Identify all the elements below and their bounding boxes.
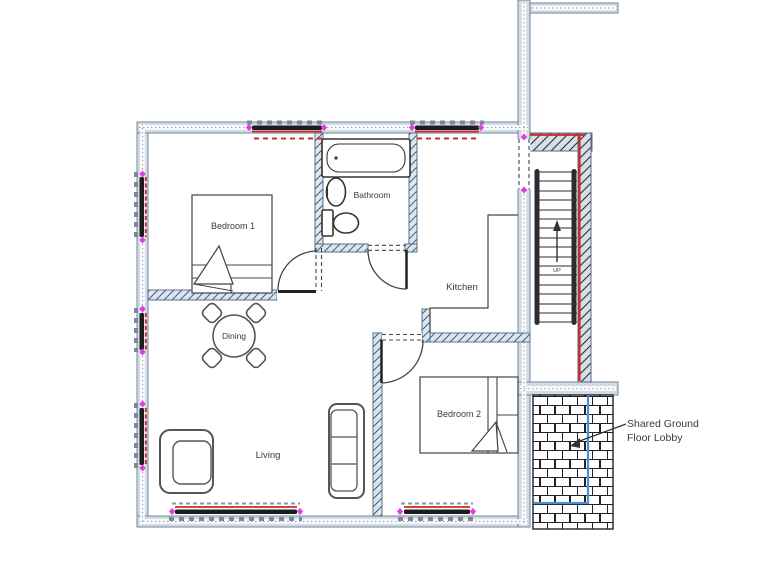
lobby-path-line [534,396,590,505]
windows [134,120,528,521]
bed1 [191,194,273,294]
living-label: Living [256,450,281,461]
sofa [328,403,365,499]
doors [277,139,531,384]
dining-chairs [201,302,267,369]
toilet-icon [321,209,360,237]
interior-walls [147,132,531,517]
lobby-label-line1: Shared Ground [627,418,699,430]
stairs-up-label: UP [553,268,561,274]
lobby-label-line2: Floor Lobby [627,432,683,444]
bathroom-label: Bathroom [354,190,391,200]
bathtub-icon [321,138,411,178]
up-arrow-icon [553,220,561,262]
kitchen-counter [429,214,518,333]
room-labels: Bedroom 1 Bathroom Kitchen Living Bedroo… [211,190,481,461]
armchair [159,429,214,494]
bathroom-fixtures [321,138,411,237]
lobby-annotation: Shared Ground Floor Lobby [570,418,699,448]
dining-table [212,314,256,358]
kitchen-label: Kitchen [446,282,478,293]
dining-label: Dining [222,331,246,341]
brick-lobby [532,394,614,530]
bedroom1-label: Bedroom 1 [211,221,255,231]
bedroom2-label: Bedroom 2 [437,409,481,419]
sink-icon [325,177,347,207]
dining-set: Dining [201,302,267,369]
bed2 [419,376,519,454]
stairwell-walls [529,132,593,383]
leader-arrow-icon [570,438,580,448]
stairs: UP [534,169,577,325]
